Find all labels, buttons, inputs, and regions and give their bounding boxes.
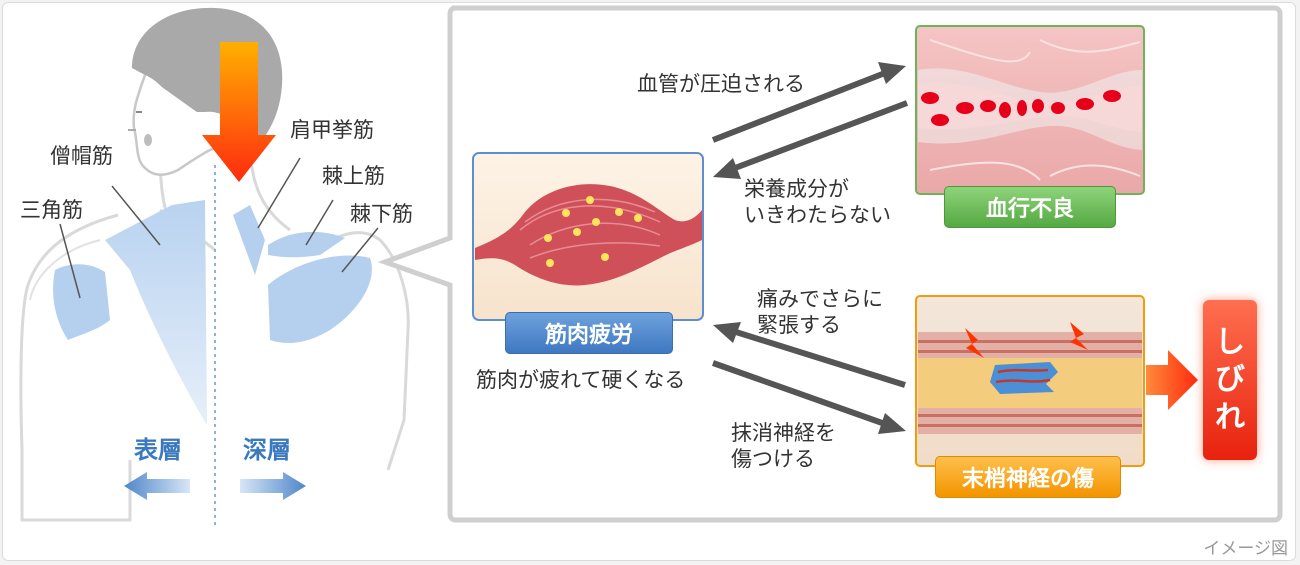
- pressure-arrow: [202, 42, 276, 182]
- label-trapezius: 僧帽筋: [50, 144, 113, 168]
- human-figure: [19, 7, 410, 525]
- label-surface-layer: 表層: [134, 436, 182, 464]
- pain-spark-icon: [1070, 322, 1088, 350]
- label-supraspinatus: 棘上筋: [322, 164, 385, 188]
- badge-poor-circulation: 血行不良: [944, 186, 1116, 228]
- text-vessel-compressed: 血管が圧迫される: [637, 72, 805, 96]
- blood-vessel-illustration: [915, 25, 1145, 195]
- deep-arrow: [240, 472, 306, 500]
- levator-shape: [233, 205, 265, 275]
- text-no-nutrition: 栄養成分が いきわたらない: [744, 177, 891, 228]
- label-deltoid: 三角筋: [20, 198, 83, 222]
- flow-arrows: [711, 62, 1198, 434]
- surface-arrow: [124, 472, 190, 500]
- infraspinatus-shape: [268, 255, 372, 343]
- nerve-illustration: [915, 295, 1145, 467]
- badge-numbness: しびれ: [1203, 300, 1257, 460]
- label-infraspinatus: 棘下筋: [350, 202, 413, 226]
- label-levator-scapulae: 肩甲挙筋: [290, 118, 374, 142]
- text-muscle-hardens: 筋肉が疲れて硬くなる: [476, 368, 686, 392]
- badge-nerve-injury: 末梢神経の傷: [935, 456, 1121, 498]
- pain-spark-icon: [965, 328, 984, 358]
- image-caption: イメージ図: [1203, 539, 1288, 559]
- label-deep-layer: 深層: [243, 436, 291, 464]
- deltoid-shape: [53, 264, 110, 340]
- trapezius-shape: [105, 200, 207, 425]
- numbness-text: しびれ: [1215, 324, 1245, 435]
- text-nerve-damage: 抹消神経を 傷つける: [731, 421, 836, 472]
- numbness-arrow: [1146, 350, 1198, 410]
- text-pain-tension: 痛みでさらに 緊張する: [757, 287, 883, 338]
- muscle-illustration: [472, 152, 704, 321]
- badge-muscle-fatigue: 筋肉疲労: [505, 312, 673, 354]
